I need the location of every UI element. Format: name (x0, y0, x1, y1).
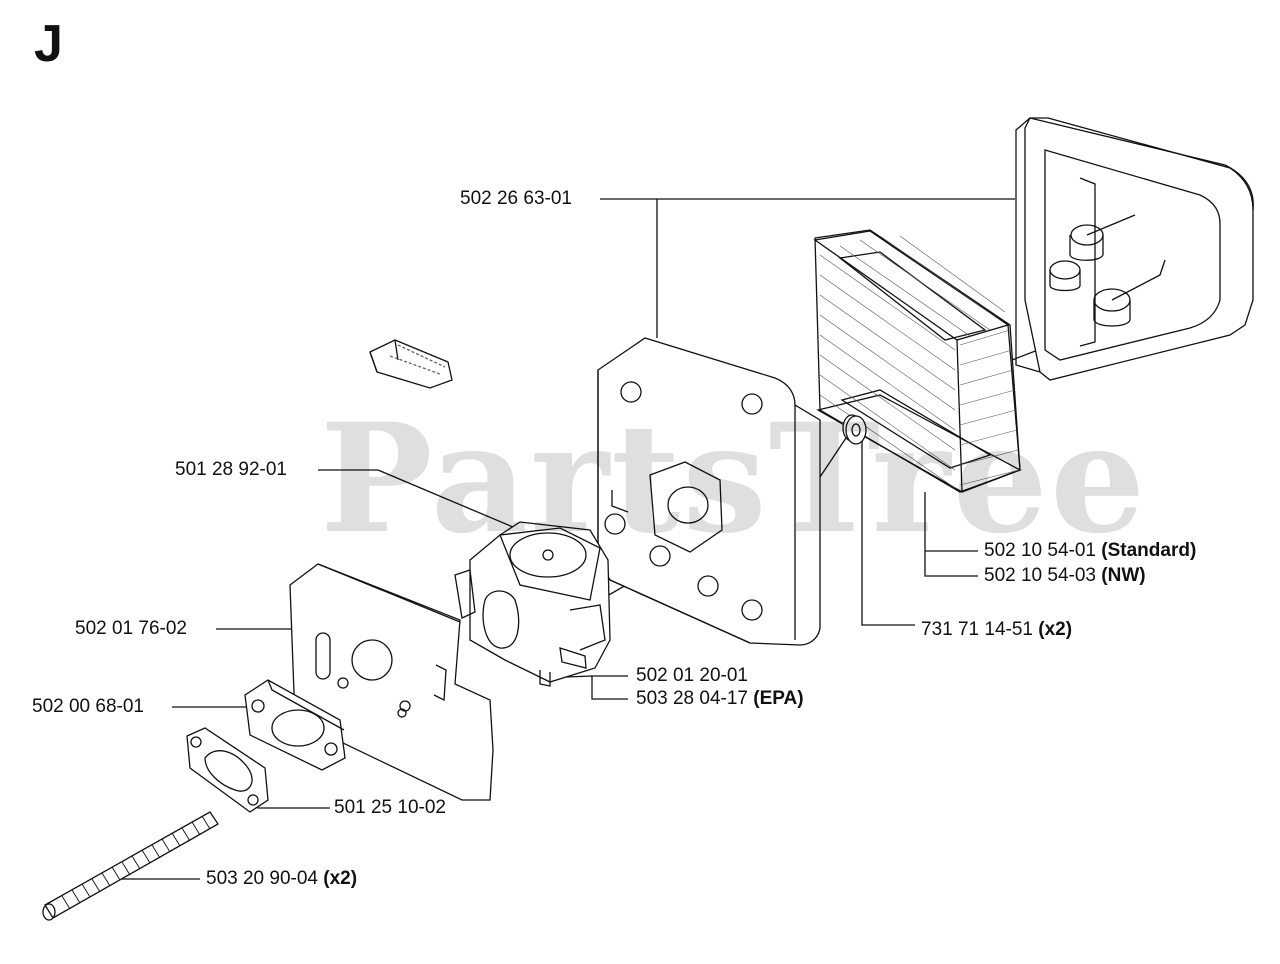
part-label-grommet[interactable]: 731 71 14-51 (x2) (921, 619, 1072, 641)
filter-base-drawing (597, 337, 821, 646)
part-label-intake-flange[interactable]: 502 00 68-01 (32, 696, 144, 718)
part-label-gasket[interactable]: 501 25 10-02 (334, 797, 446, 819)
part-number: 502 10 54-03 (984, 565, 1096, 586)
part-number: 502 26 63-01 (460, 188, 572, 209)
part-number: 501 28 92-01 (175, 459, 287, 480)
part-label-bracket[interactable]: 502 01 76-02 (75, 618, 187, 640)
part-label-air-filter-nw[interactable]: 502 10 54-03 (NW) (984, 565, 1146, 587)
part-number: 503 28 04-17 (636, 688, 748, 709)
intake-flange-drawing (244, 679, 346, 771)
small-filter-drawing (369, 339, 453, 389)
part-number: 503 20 90-04 (206, 868, 318, 889)
part-label-carburetor[interactable]: 502 01 20-01 (636, 665, 748, 687)
part-label-stud-bolt[interactable]: 503 20 90-04 (x2) (206, 868, 357, 890)
part-number: 731 71 14-51 (921, 619, 1033, 640)
part-note: (Standard) (1101, 540, 1197, 561)
air-filter-cover-drawing (1015, 117, 1254, 381)
stud-bolt-drawing (42, 811, 219, 921)
part-label-filter-small[interactable]: 501 28 92-01 (175, 459, 287, 481)
air-filter-mesh-drawing (813, 229, 1022, 493)
part-label-carburetor-epa[interactable]: 503 28 04-17 (EPA) (636, 688, 804, 710)
part-number: 502 01 76-02 (75, 618, 187, 639)
part-note: (x2) (1038, 619, 1073, 640)
part-number: 502 00 68-01 (32, 696, 144, 717)
part-note: (EPA) (753, 688, 804, 709)
part-label-air-filter-cover[interactable]: 502 26 63-01 (460, 188, 572, 210)
part-number: 501 25 10-02 (334, 797, 446, 818)
part-number: 502 01 20-01 (636, 665, 748, 686)
carburetor-drawing (454, 521, 611, 687)
grommet-drawing (842, 414, 867, 445)
gasket-drawing (186, 727, 269, 813)
part-label-air-filter-standard[interactable]: 502 10 54-01 (Standard) (984, 540, 1196, 562)
part-note: (NW) (1101, 565, 1146, 586)
section-letter: J (34, 15, 63, 73)
part-number: 502 10 54-01 (984, 540, 1096, 561)
part-note: (x2) (323, 868, 358, 889)
